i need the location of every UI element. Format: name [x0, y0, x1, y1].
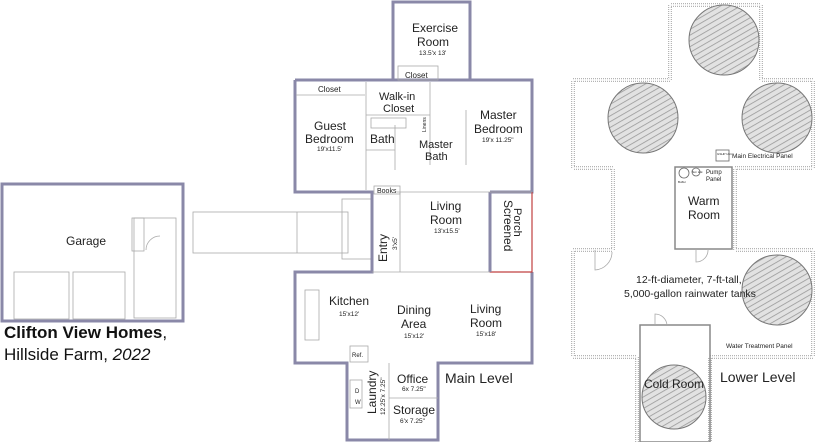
- walkin-closet-label: Walk-in: [379, 91, 415, 103]
- living-room-lower-dim: 15'x18': [476, 331, 496, 338]
- lower-level-plan: [571, 3, 815, 442]
- dryer-label: D: [355, 389, 360, 395]
- living-room-label-2: Room: [430, 213, 462, 227]
- rainwater-tank: [607, 82, 679, 154]
- tanks-note-2: 5,000-gallon rainwater tanks: [624, 288, 756, 300]
- rainwater-tank: [741, 82, 813, 154]
- garage: Garage: [0, 182, 185, 323]
- closet-label: Closet: [405, 71, 428, 80]
- laundry-label: Laundry: [365, 371, 379, 414]
- guest-bedroom-dim: 19'x11.5': [317, 146, 342, 153]
- builder-name: Clifton View Homes: [4, 323, 163, 342]
- project-name: Hillside Farm: [4, 345, 104, 364]
- exercise-room-dim: 13.5'x 13': [419, 50, 446, 57]
- dining-area-label-2: Area: [401, 317, 427, 331]
- screened-porch-label-2: Porch: [511, 208, 523, 237]
- rainwater-tank: [641, 364, 707, 430]
- rainwater-tank: [741, 254, 813, 326]
- washer-label: W: [355, 400, 361, 406]
- master-bedroom-dim: 19'x 11.25": [482, 137, 514, 144]
- gshp-label: GSHP Unit: [717, 152, 732, 156]
- buffer-label: Buffer: [678, 180, 686, 184]
- living-room-label: Living: [430, 199, 461, 213]
- guest-bedroom-label: Guest: [314, 119, 347, 133]
- breezeway: [192, 198, 373, 260]
- entry-dim: 3'x5': [392, 237, 399, 250]
- dining-area-label: Dining: [397, 303, 431, 317]
- warm-room-label-2: Room: [688, 208, 720, 222]
- stor-tank-label: Stor. tank: [692, 171, 703, 174]
- living-room-lower-label-2: Room: [470, 316, 502, 330]
- books-label: Books: [377, 188, 397, 195]
- main-level-labels: Exercise Room 13.5'x 13' Closet Closet W…: [305, 21, 523, 425]
- pump-panel-label: Pump: [706, 170, 722, 176]
- storage-tank: [691, 167, 701, 177]
- walkin-closet-label-2: Closet: [383, 103, 414, 115]
- garage-label: Garage: [66, 234, 106, 248]
- lower-level-labels: GSHP Unit Main Electrical Panel Buffer S…: [624, 152, 796, 391]
- lower-level-label: Lower Level: [720, 369, 796, 385]
- master-bedroom-label: Master: [480, 108, 517, 122]
- exercise-room-label: Exercise: [412, 21, 458, 35]
- office-dim: 6x 7.25": [402, 386, 426, 393]
- water-treatment-panel-label: Water Treatment Panel: [726, 343, 793, 350]
- entry-label: Entry: [376, 234, 390, 262]
- door-swing-icon: [654, 313, 668, 326]
- main-level-label: Main Level: [445, 370, 513, 386]
- project-year: 2022: [112, 345, 151, 364]
- door-swing-icon: [695, 248, 709, 263]
- office-label: Office: [397, 372, 428, 386]
- exercise-room-label-2: Room: [417, 35, 449, 49]
- bath-label: Bath: [370, 132, 395, 146]
- pump-panel-label-2: Panel: [706, 177, 721, 183]
- laundry-dim: 12.25'x 7.25": [380, 377, 387, 415]
- buffer-tank: [678, 167, 690, 179]
- kitchen-label: Kitchen: [329, 294, 369, 308]
- kitchen-dim: 15'x12': [339, 311, 359, 318]
- storage-label: Storage: [393, 403, 435, 417]
- tanks-note: 12-ft-diameter, 7-ft-tall,: [636, 274, 742, 286]
- ref-label: Ref.: [352, 353, 363, 359]
- plan-title: Clifton View Homes, Hillside Farm, 2022: [4, 323, 168, 364]
- guest-bedroom-label-2: Bedroom: [305, 132, 354, 146]
- warm-room-label: Warm: [688, 194, 720, 208]
- door-swing-icon: [145, 235, 161, 251]
- master-bedroom-label-2: Bedroom: [474, 122, 523, 136]
- master-bath-label: Master: [419, 139, 453, 151]
- dining-area-dim: 15'x12': [404, 333, 424, 340]
- main-level-plan: [293, 0, 534, 442]
- cold-room-label: Cold Room: [644, 377, 704, 391]
- main-electrical-panel-label: Main Electrical Panel: [732, 153, 793, 160]
- rainwater-tank: [688, 4, 760, 76]
- closet-label: Closet: [318, 85, 341, 94]
- gshp-unit: [715, 149, 730, 162]
- linens-label: Linens: [422, 117, 428, 132]
- storage-dim: 6'x 7.25": [400, 418, 426, 425]
- door-swing-icon: [594, 250, 613, 271]
- screened-porch-label: Screened: [501, 200, 515, 251]
- master-bath-label-2: Bath: [425, 151, 448, 163]
- living-room-dim: 13'x15.5': [434, 228, 460, 235]
- living-room-lower-label: Living: [470, 302, 501, 316]
